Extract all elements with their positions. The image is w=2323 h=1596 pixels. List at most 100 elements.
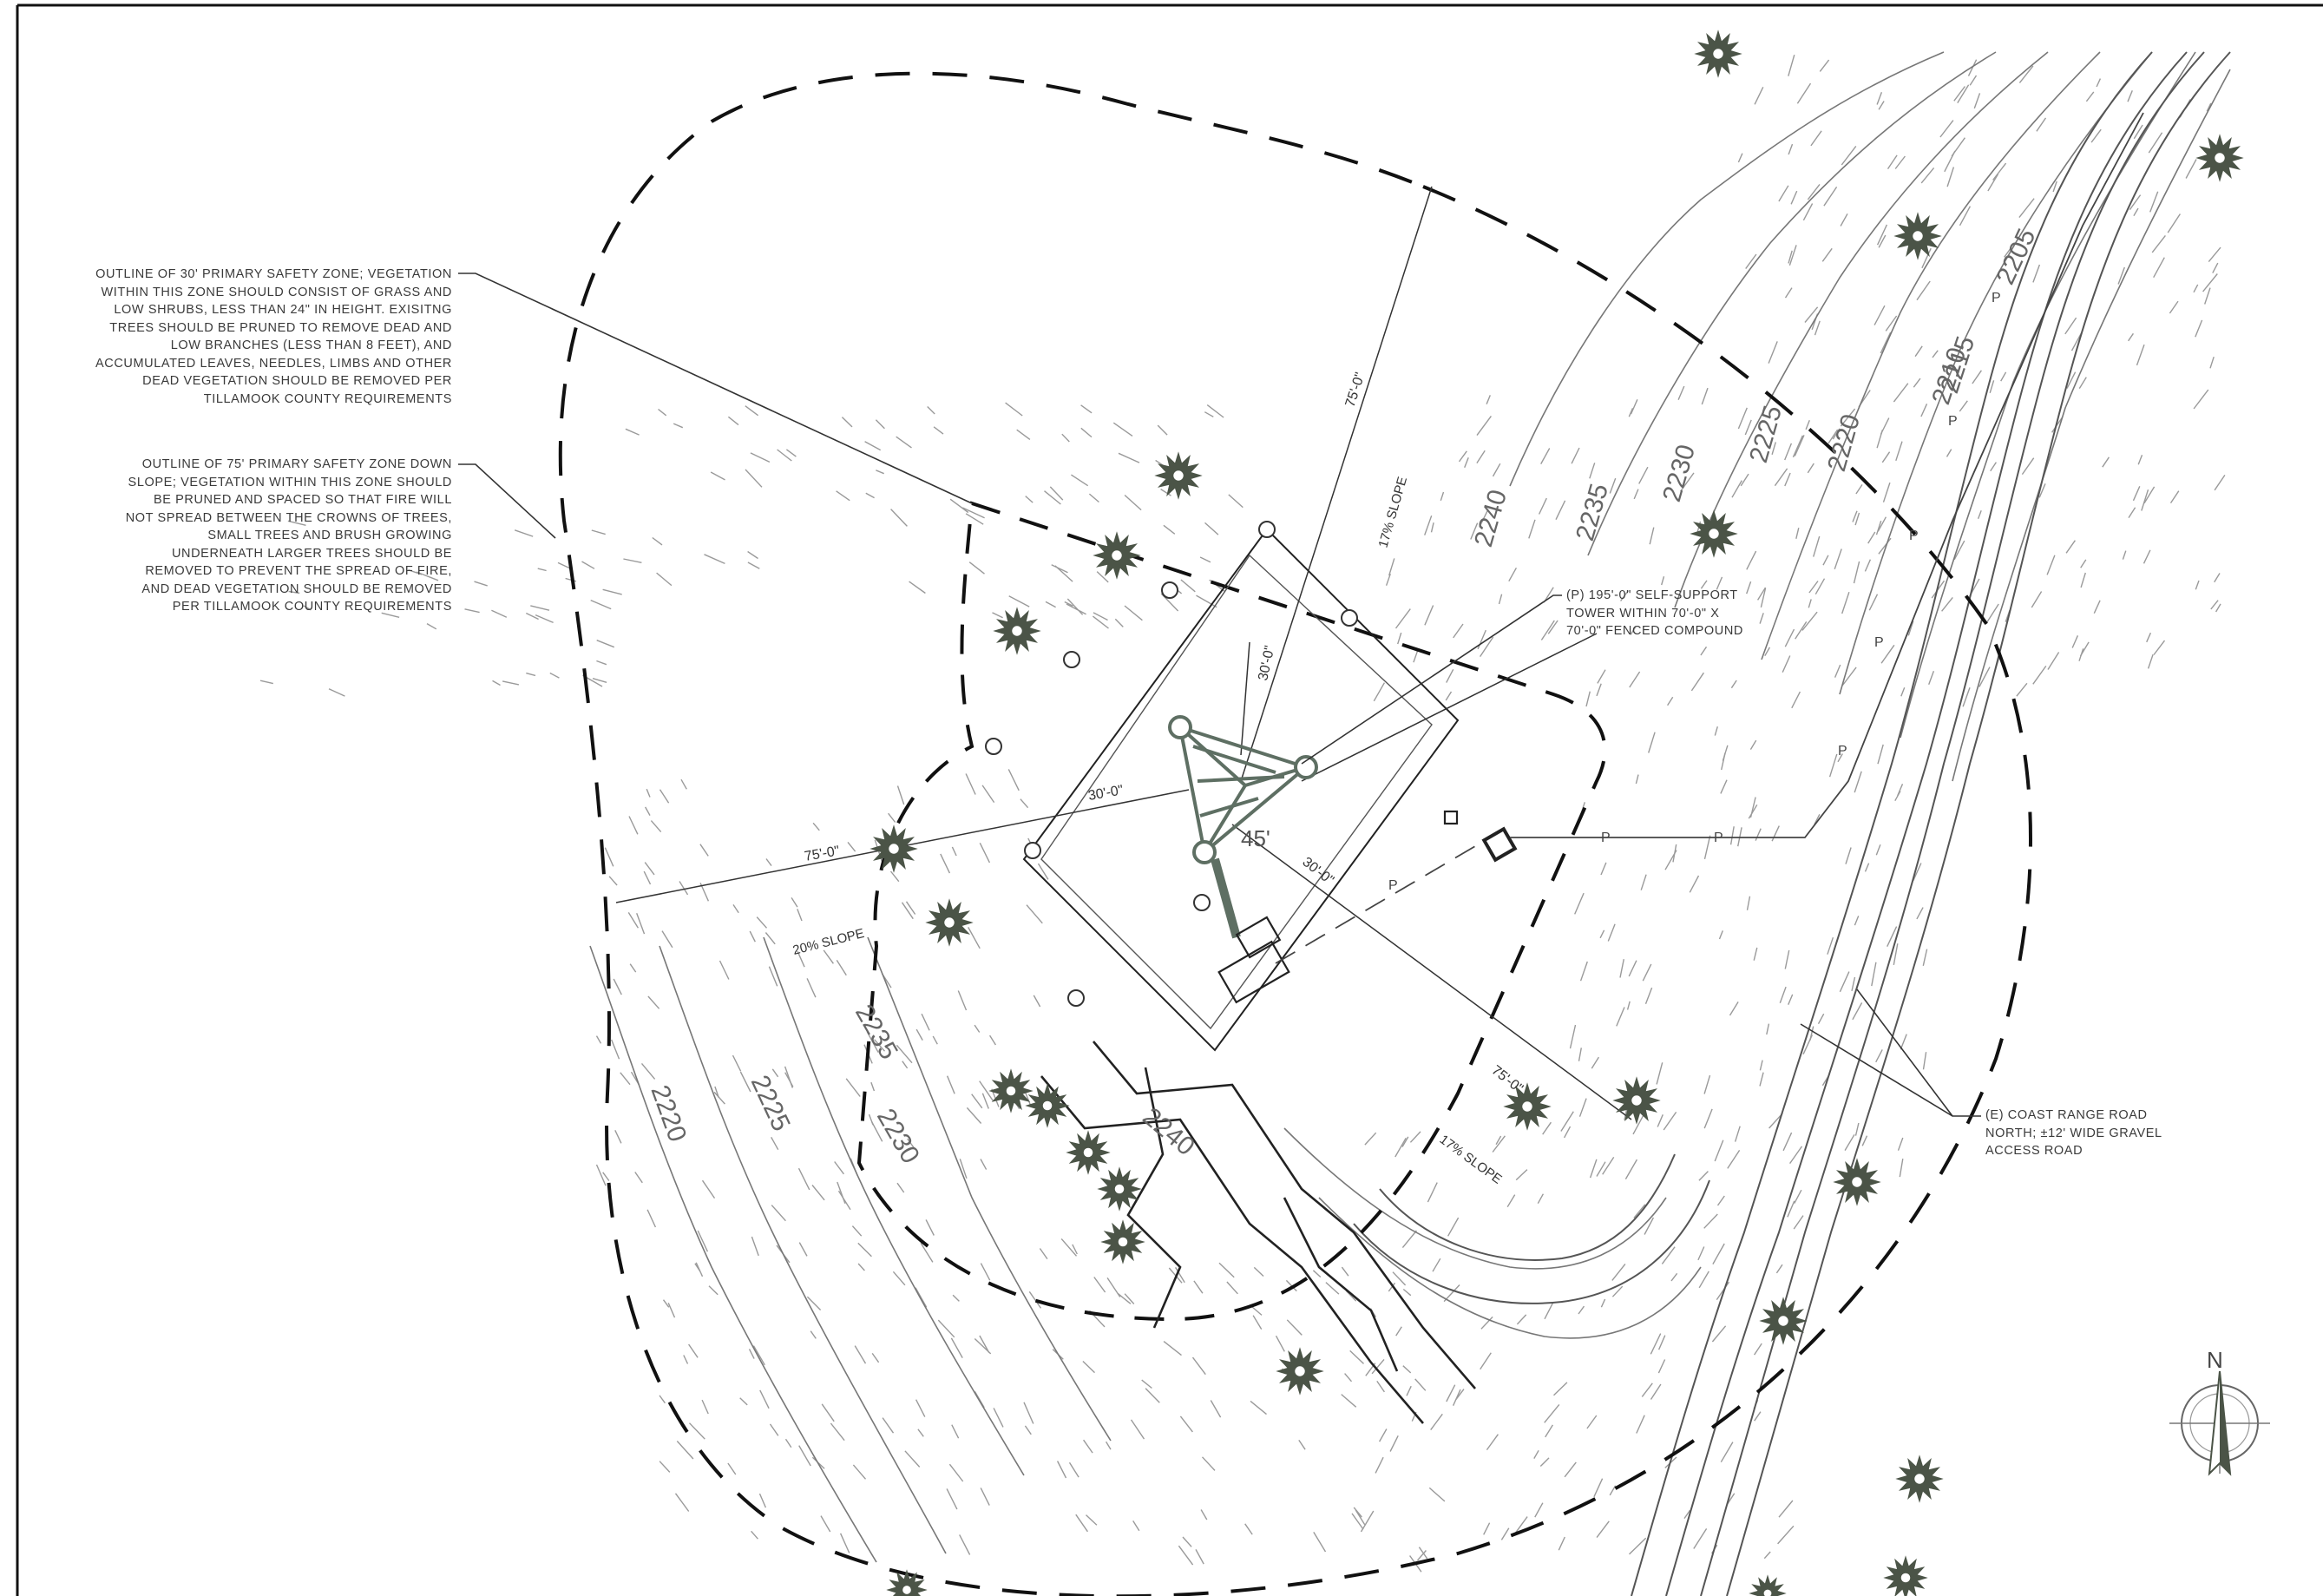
hatch-stroke xyxy=(1609,477,1617,494)
hatch-stroke xyxy=(751,1530,758,1540)
hatch-stroke xyxy=(1657,1114,1664,1127)
hatch-stroke xyxy=(1852,510,1858,522)
hatch-stroke xyxy=(1779,986,1787,1003)
hatch-stroke xyxy=(1907,621,1914,636)
hatch-stroke xyxy=(2204,287,2211,305)
hatch-stroke xyxy=(581,561,595,569)
hatch-stroke xyxy=(1712,1243,1725,1264)
hatch-stroke xyxy=(1897,784,1904,797)
hatch-stroke xyxy=(1746,581,1752,594)
hatch-stroke xyxy=(2169,300,2179,314)
hatch-stroke xyxy=(608,876,618,886)
hatch-stroke xyxy=(1703,835,1711,860)
tree-icon xyxy=(1100,1219,1145,1264)
hatch-stroke xyxy=(980,1263,991,1281)
hatch-stroke xyxy=(1774,468,1788,487)
hatch-stroke xyxy=(1920,404,1928,417)
hatch-stroke xyxy=(1341,1266,1349,1277)
tree-icon xyxy=(1276,1347,1324,1396)
hatch-stroke xyxy=(1406,1385,1412,1396)
hatch-stroke xyxy=(662,1299,670,1308)
hatch-stroke xyxy=(1118,452,1140,463)
hatch-stroke xyxy=(1026,904,1043,924)
hatch-stroke xyxy=(1447,1217,1460,1237)
hatch-stroke xyxy=(1814,813,1821,825)
hatch-stroke xyxy=(1298,1440,1306,1450)
hatch-stroke xyxy=(951,1424,960,1439)
hatch-stroke xyxy=(1775,1264,1783,1274)
hatch-stroke xyxy=(909,581,926,594)
hatch-stroke xyxy=(1804,306,1819,323)
hatch-stroke xyxy=(1130,1419,1145,1440)
hatch-stroke xyxy=(1611,1285,1624,1297)
hatch-stroke xyxy=(1834,664,1841,678)
hatch-stroke xyxy=(2018,198,2035,219)
hatch-stroke xyxy=(1538,497,1547,515)
hatch-stroke xyxy=(2149,191,2159,213)
hatch-stroke xyxy=(993,1408,1004,1428)
hatch-stroke xyxy=(1600,862,1607,876)
hatch-stroke xyxy=(1124,605,1143,621)
hatch-stroke xyxy=(1049,486,1064,501)
hatch-stroke xyxy=(1749,797,1756,818)
hatch-stroke xyxy=(1759,1072,1764,1087)
hatch-stroke xyxy=(1060,1238,1078,1257)
hatch-stroke xyxy=(889,870,900,883)
hatch-stroke xyxy=(1744,419,1752,436)
hatch-stroke xyxy=(1389,1435,1399,1452)
hatch-stroke xyxy=(1200,1509,1208,1520)
hatch-stroke xyxy=(871,1352,880,1363)
hatch-stroke xyxy=(847,841,856,852)
hatch-stroke xyxy=(1731,480,1742,498)
hatch-stroke xyxy=(1373,682,1386,702)
hatch-stroke xyxy=(1807,463,1814,474)
hatch-stroke xyxy=(2093,600,2101,614)
hatch-stroke xyxy=(1957,84,1970,103)
hatch-stroke xyxy=(604,847,614,867)
hatch-stroke xyxy=(1661,576,1665,586)
hatch-stroke xyxy=(965,513,984,525)
note-line: DEAD VEGETATION SHOULD BE REMOVED PER xyxy=(142,374,452,388)
hatch-stroke xyxy=(1508,567,1518,582)
hatch-stroke xyxy=(747,562,760,569)
hatch-stroke xyxy=(2127,90,2133,102)
note-line: PER TILLAMOOK COUNTY REQUIREMENTS xyxy=(172,600,452,614)
hatch-stroke xyxy=(1066,598,1084,615)
hatch-stroke xyxy=(2141,489,2149,511)
hatch-stroke xyxy=(974,1024,981,1033)
tree-icon xyxy=(886,1569,928,1596)
hatch-stroke xyxy=(644,806,651,816)
hatch-stroke xyxy=(1641,1383,1653,1397)
hatch-stroke xyxy=(750,452,771,463)
hatch-stroke xyxy=(2078,648,2084,661)
hatch-stroke xyxy=(1760,588,1767,608)
hatch-stroke xyxy=(1483,1522,1491,1535)
hatch-stroke xyxy=(1458,450,1467,463)
hatch-stroke xyxy=(1516,1314,1527,1325)
hatch-stroke xyxy=(1628,960,1637,977)
hatch-stroke xyxy=(971,1094,983,1109)
hatch-stroke xyxy=(2137,455,2143,465)
hatch-stroke xyxy=(1106,1277,1121,1297)
hatch-stroke xyxy=(1861,1135,1868,1146)
hatch-stroke xyxy=(2132,486,2141,502)
fence-post xyxy=(1067,989,1085,1007)
hatch-stroke xyxy=(1793,1215,1804,1230)
hatch-stroke xyxy=(620,1072,631,1086)
hatch-stroke xyxy=(1992,162,2007,181)
hatch-stroke xyxy=(1801,611,1818,631)
hatch-stroke xyxy=(1596,683,1602,697)
hatch-stroke xyxy=(464,608,480,614)
hatch-stroke xyxy=(1092,615,1109,629)
hatch-stroke xyxy=(714,1086,719,1098)
hatch-stroke xyxy=(2000,371,2007,382)
hatch-stroke xyxy=(1876,429,1884,449)
hatch-stroke xyxy=(965,773,976,795)
hatch-stroke xyxy=(1571,447,1580,464)
hatch-stroke xyxy=(1596,1161,1606,1177)
hatch-stroke xyxy=(882,1417,895,1434)
hatch-stroke xyxy=(946,1488,958,1510)
hatch-stroke xyxy=(1916,907,1924,920)
hatch-stroke xyxy=(602,588,622,595)
hatch-stroke xyxy=(1640,874,1647,890)
